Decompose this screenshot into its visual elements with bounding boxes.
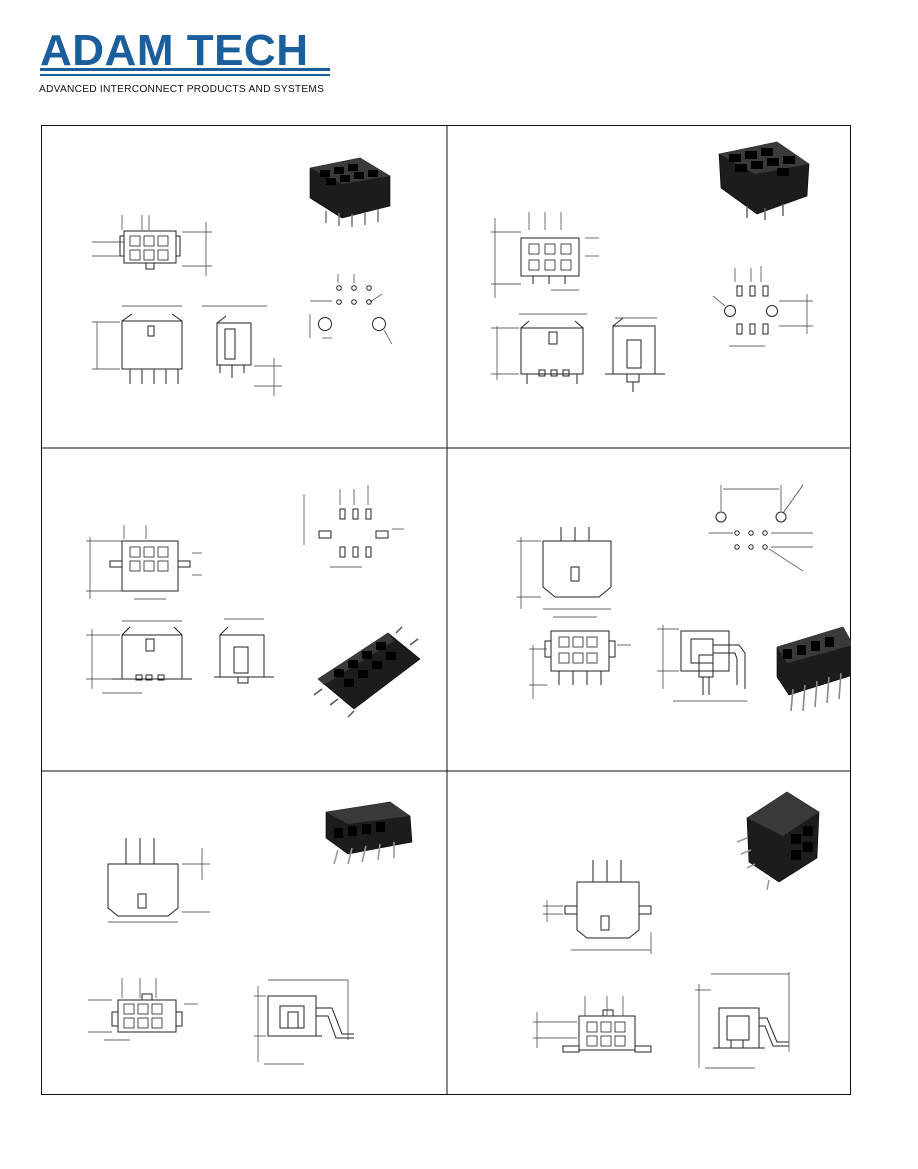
pcb-layout-drawing bbox=[709, 484, 813, 572]
logo-underline bbox=[40, 66, 330, 76]
front-view-drawing bbox=[92, 215, 212, 276]
panel-6 bbox=[447, 772, 851, 1095]
end-view-drawing bbox=[254, 979, 354, 1065]
panel-4-drawings bbox=[517, 484, 851, 712]
panel-3-drawings bbox=[86, 485, 421, 718]
connector-photo bbox=[718, 141, 810, 220]
company-tagline: ADVANCED INTERCONNECT PRODUCTS AND SYSTE… bbox=[39, 84, 325, 95]
front-view-drawing bbox=[491, 212, 599, 298]
end-view-drawing bbox=[202, 305, 282, 396]
panel-5 bbox=[42, 772, 447, 1095]
front-view-drawing bbox=[533, 996, 652, 1053]
connector-photo bbox=[309, 157, 391, 227]
panel-4 bbox=[447, 449, 851, 771]
panel-5-drawings bbox=[88, 801, 413, 1065]
pcb-layout-drawing bbox=[712, 266, 813, 347]
pcb-layout-drawing bbox=[309, 274, 393, 345]
side-view-drawing bbox=[92, 305, 183, 384]
panel-6-drawings bbox=[533, 791, 820, 1069]
connector-photo bbox=[313, 626, 421, 718]
front-view-drawing bbox=[88, 978, 198, 1041]
end-view-drawing bbox=[657, 625, 747, 702]
end-view-drawing bbox=[214, 618, 274, 684]
drawing-sheet bbox=[41, 125, 851, 1095]
side-view-drawing bbox=[491, 313, 587, 384]
pcb-layout-drawing bbox=[303, 485, 404, 568]
panel-1 bbox=[42, 126, 447, 448]
connector-photo bbox=[736, 791, 820, 891]
sheet-grid bbox=[41, 125, 851, 1095]
side-view-drawing bbox=[543, 860, 652, 954]
panel-2-drawings bbox=[491, 141, 813, 392]
panel-3 bbox=[42, 449, 447, 771]
end-view-drawing bbox=[695, 972, 790, 1069]
panel-1-drawings bbox=[92, 157, 393, 396]
side-view-drawing bbox=[517, 527, 612, 610]
page-header: ADAM TECH ADVANCED INTERCONNECT PRODUCTS… bbox=[38, 28, 338, 98]
end-view-drawing bbox=[605, 317, 665, 392]
front-view-drawing bbox=[529, 616, 631, 699]
side-view-drawing bbox=[107, 838, 210, 923]
front-view-drawing bbox=[86, 525, 202, 600]
logo-text: ADAM TECH bbox=[40, 26, 309, 75]
connector-photo bbox=[325, 801, 413, 865]
connector-photo bbox=[776, 626, 851, 712]
side-view-drawing bbox=[86, 620, 192, 694]
panel-2 bbox=[447, 126, 851, 448]
